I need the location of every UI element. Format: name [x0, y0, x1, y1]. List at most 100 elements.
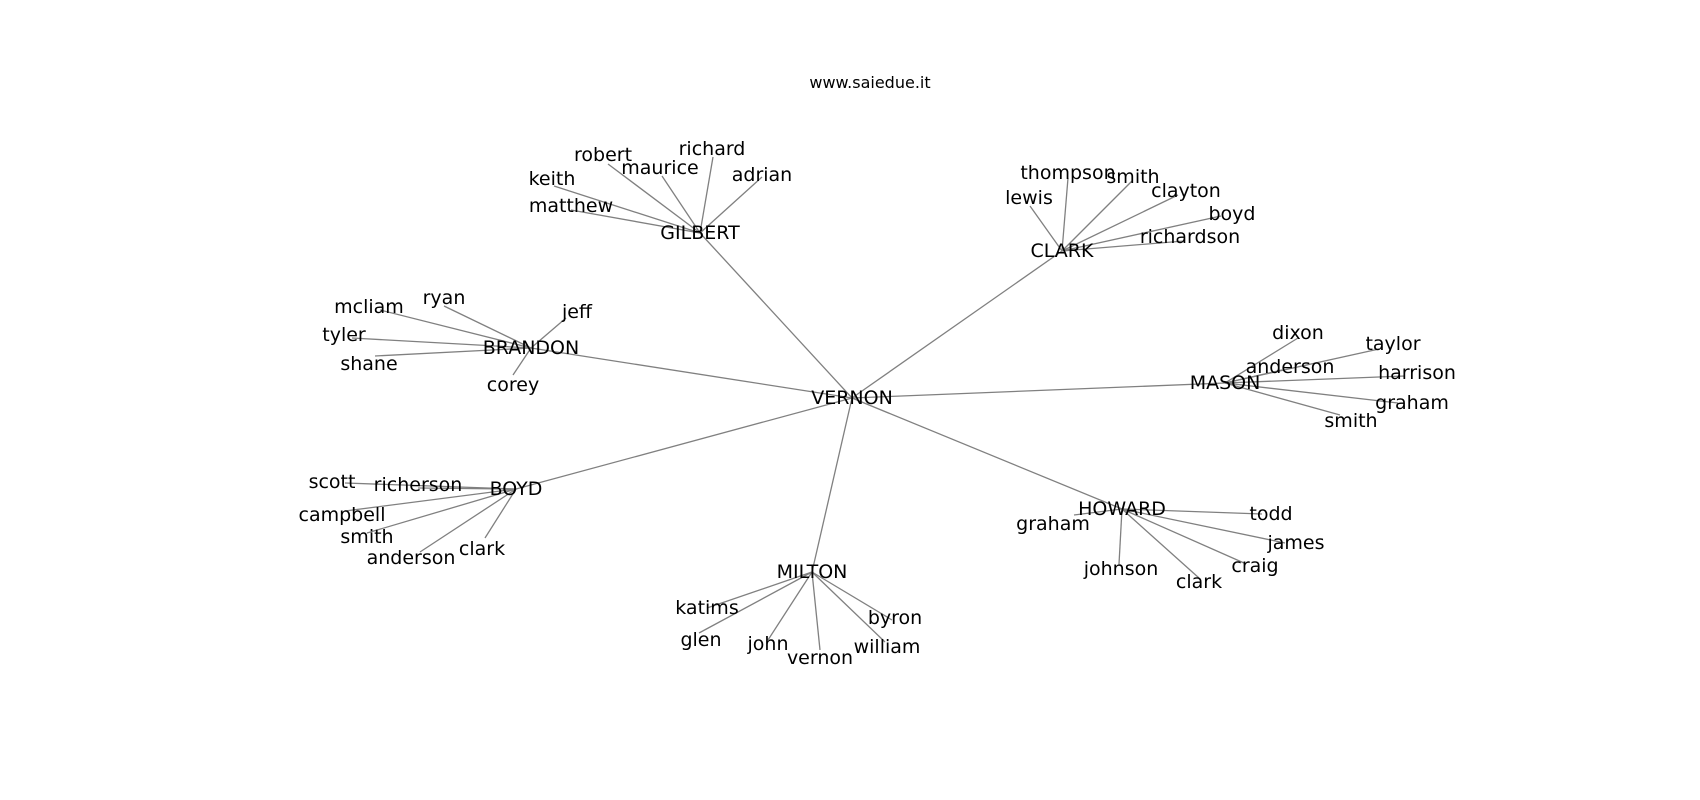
leaf-node-label: smith: [1324, 410, 1377, 432]
site-header: www.saiedue.it: [809, 73, 930, 92]
group-node-label: MASON: [1190, 372, 1261, 394]
leaf-edge-gilbert-richard: [699, 156, 714, 234]
leaf-node-label: campbell: [299, 504, 386, 526]
leaf-node-label: richardson: [1140, 226, 1240, 248]
group-node-label: BRANDON: [483, 337, 579, 359]
leaf-node-label: craig: [1231, 555, 1278, 577]
leaf-edge-clark-boyd: [1061, 215, 1222, 252]
group-node-label: MILTON: [777, 561, 848, 583]
leaf-node-label: byron: [868, 607, 922, 629]
leaf-node-label: maurice: [621, 157, 698, 179]
leaf-edge-mason-anderson: [1224, 369, 1283, 384]
root-edge-milton: [811, 397, 853, 573]
leaf-node-label: boyd: [1209, 203, 1256, 225]
leaf-edge-brandon-mcliam: [379, 309, 532, 349]
leaf-edge-clark-smith: [1061, 180, 1133, 252]
root-edge-clark: [851, 250, 1063, 399]
leaf-edge-clark-clayton: [1061, 194, 1179, 252]
leaf-edge-gilbert-maurice: [661, 175, 701, 234]
leaf-edge-gilbert-keith: [553, 185, 701, 234]
leaf-node-label: clark: [459, 538, 505, 560]
leaf-node-label: richerson: [374, 474, 463, 496]
leaf-node-label: lewis: [1005, 187, 1053, 209]
leaf-edge-boyd-anderson: [419, 488, 517, 553]
root-edge-mason: [851, 382, 1226, 399]
leaf-node-label: mcliam: [334, 296, 404, 318]
leaf-node-label: thompson: [1020, 162, 1115, 184]
leaf-node-label: richard: [679, 138, 746, 160]
group-node-label: HOWARD: [1078, 498, 1166, 520]
leaf-edge-mason-dixon: [1224, 337, 1299, 384]
leaf-node-label: graham: [1375, 392, 1449, 414]
leaf-edge-howard-graham: [1073, 508, 1123, 516]
leaf-node-label: ryan: [423, 287, 466, 309]
leaf-edge-boyd-smith: [366, 488, 517, 534]
leaf-node-label: matthew: [529, 195, 613, 217]
leaf-node-label: anderson: [1246, 356, 1335, 378]
root-edge-gilbert: [699, 232, 853, 399]
leaf-node-label: adrian: [732, 164, 792, 186]
leaf-edge-brandon-jeff: [530, 317, 567, 349]
leaf-edge-howard-todd: [1121, 508, 1263, 515]
leaf-edge-boyd-scott: [344, 482, 517, 490]
leaf-node-label: shane: [340, 353, 397, 375]
graph-edges: [344, 156, 1406, 651]
leaf-edge-mason-graham: [1224, 382, 1399, 404]
leaf-edge-clark-richardson: [1061, 240, 1185, 252]
leaf-node-label: dixon: [1272, 322, 1324, 344]
leaf-edge-milton-glen: [698, 571, 813, 634]
leaf-edge-brandon-tyler: [351, 337, 532, 349]
leaf-node-label: taylor: [1365, 333, 1420, 355]
leaf-edge-brandon-shane: [374, 347, 532, 357]
leaf-node-label: james: [1266, 532, 1324, 554]
leaf-edge-gilbert-matthew: [570, 209, 701, 234]
leaf-node-label: clark: [1176, 571, 1222, 593]
root-node-label: VERNON: [811, 387, 893, 409]
leaf-edge-milton-katims: [706, 571, 813, 609]
leaf-node-label: keith: [529, 168, 576, 190]
leaf-edge-howard-craig: [1121, 508, 1245, 564]
root-edge-howard: [851, 397, 1123, 510]
leaf-node-label: glen: [680, 629, 721, 651]
leaf-node-label: harrison: [1378, 362, 1456, 384]
leaf-node-label: graham: [1016, 513, 1090, 535]
leaf-node-label: smith: [1106, 166, 1159, 188]
leaf-edge-boyd-richerson: [417, 487, 517, 490]
leaf-node-label: todd: [1249, 503, 1292, 525]
root-edge-boyd: [515, 397, 853, 490]
leaf-edge-clark-lewis: [1029, 205, 1063, 252]
leaf-node-label: robert: [574, 144, 632, 166]
leaf-node-label: clayton: [1151, 180, 1221, 202]
group-node-label: CLARK: [1031, 240, 1094, 262]
leaf-edge-mason-smith: [1224, 382, 1341, 416]
root-edge-brandon: [530, 347, 853, 399]
leaf-edge-brandon-ryan: [443, 305, 532, 349]
leaf-edge-clark-thompson: [1061, 177, 1069, 252]
leaf-edge-howard-johnson: [1118, 508, 1123, 565]
leaf-edge-boyd-clark: [484, 488, 517, 539]
leaf-node-label: anderson: [367, 547, 456, 569]
leaf-edge-howard-clark: [1121, 508, 1200, 579]
group-node-label: GILBERT: [660, 222, 740, 244]
leaf-edge-milton-byron: [811, 571, 893, 621]
leaf-edge-gilbert-adrian: [699, 176, 763, 234]
leaf-edge-milton-william: [811, 571, 886, 643]
leaf-edge-mason-harrison: [1224, 375, 1406, 384]
leaf-edge-howard-james: [1121, 508, 1286, 544]
leaf-node-label: vernon: [787, 647, 853, 669]
group-node-label: BOYD: [490, 478, 543, 500]
leaf-node-label: jeff: [561, 301, 593, 323]
leaf-node-label: william: [854, 636, 921, 658]
leaf-node-label: scott: [309, 471, 356, 493]
leaf-edge-boyd-campbell: [344, 488, 517, 512]
leaf-edge-gilbert-robert: [607, 163, 701, 234]
leaf-node-label: smith: [340, 526, 393, 548]
leaf-node-label: tyler: [322, 324, 366, 346]
leaf-node-label: corey: [487, 374, 539, 396]
leaf-node-label: johnson: [1083, 558, 1159, 580]
leaf-edge-milton-john: [767, 571, 813, 641]
leaf-edge-milton-vernon: [811, 571, 821, 651]
leaf-node-label: katims: [675, 597, 738, 619]
